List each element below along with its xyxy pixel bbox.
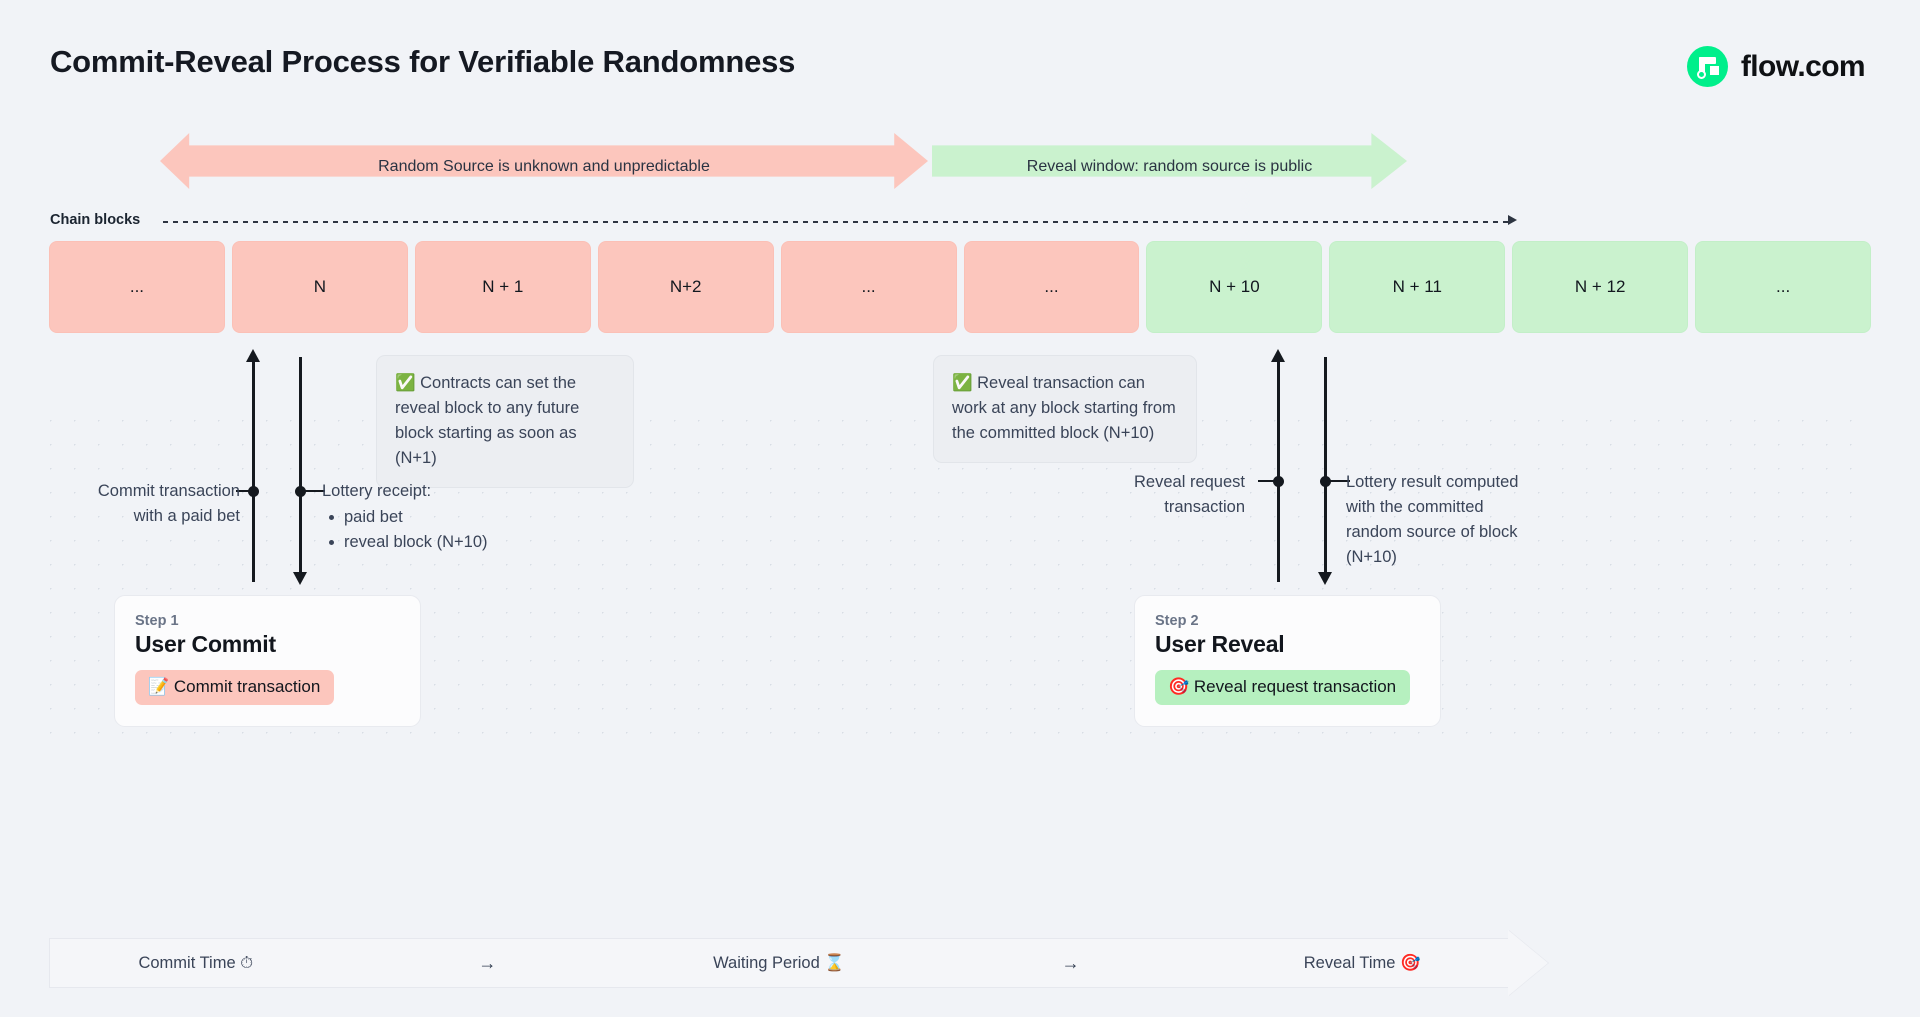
commit-transaction-label: Commit transaction bbox=[173, 677, 321, 696]
timeline-stage-waiting: Waiting Period ⌛ bbox=[633, 954, 925, 973]
step-card-user-reveal[interactable]: Step 2 User Reveal 🎯 Reveal request tran… bbox=[1134, 595, 1441, 727]
chain-block[interactable]: N + 11 bbox=[1329, 241, 1506, 333]
note-reveal-text: Reveal transaction can work at any block… bbox=[952, 374, 1176, 442]
result-arrow-line bbox=[1324, 357, 1327, 577]
timeline-stage-commit-label: Commit Time bbox=[138, 953, 236, 972]
chain-block[interactable]: ... bbox=[1695, 241, 1872, 333]
page-title: Commit-Reveal Process for Verifiable Ran… bbox=[50, 44, 796, 79]
list-item: paid bet bbox=[322, 505, 552, 530]
memo-icon: 📝 bbox=[148, 677, 170, 696]
direct-hit-icon: 🎯 bbox=[1400, 953, 1421, 972]
commit-arrow-line bbox=[252, 360, 255, 582]
step-kicker: Step 1 bbox=[135, 613, 179, 629]
chain-block[interactable]: N + 1 bbox=[414, 241, 591, 333]
phase-banner-unknown-label: Random Source is unknown and unpredictab… bbox=[378, 158, 710, 175]
commit-arrow-up-icon bbox=[246, 349, 260, 362]
result-node-dot bbox=[1320, 476, 1331, 487]
chain-block[interactable]: N + 10 bbox=[1146, 241, 1323, 333]
reveal-arrow-up-icon bbox=[1271, 349, 1285, 362]
timeline-arrow-cap-icon bbox=[1508, 930, 1548, 996]
chain-block[interactable]: N bbox=[231, 241, 408, 333]
chain-block[interactable]: ... bbox=[780, 241, 957, 333]
commit-leader-line bbox=[236, 490, 256, 493]
chain-block[interactable]: ... bbox=[49, 241, 225, 333]
chain-blocks-label: Chain blocks bbox=[50, 212, 141, 228]
receipt-arrow-line bbox=[299, 357, 302, 577]
chain-block[interactable]: N+2 bbox=[597, 241, 774, 333]
chain-blocks-row: ... N N + 1 N+2 ... ... N + 10 N + 11 N … bbox=[49, 241, 1872, 333]
timeline-stage-waiting-label: Waiting Period bbox=[713, 953, 820, 972]
phase-banner-reveal: Reveal window: random source is public bbox=[932, 133, 1407, 189]
timeline-separator-2: → bbox=[1061, 952, 1080, 973]
step-card-user-commit[interactable]: Step 1 User Commit 📝 Commit transaction bbox=[114, 595, 421, 727]
annotation-lottery-result: Lottery result computed with the committ… bbox=[1346, 473, 1519, 566]
list-item: reveal block (N+10) bbox=[322, 530, 552, 555]
note-reveal-transaction: ✅ Reveal transaction can work at any blo… bbox=[933, 355, 1197, 463]
flow-logo-icon bbox=[1686, 46, 1728, 87]
check-mark-icon: ✅ bbox=[395, 374, 416, 392]
reveal-arrow-line bbox=[1277, 360, 1280, 582]
note-commit-text: Contracts can set the reveal block to an… bbox=[395, 374, 580, 467]
reveal-request-transaction-pill[interactable]: 🎯 Reveal request transaction bbox=[1155, 670, 1411, 705]
receipt-leader-line bbox=[305, 490, 325, 493]
check-mark-icon: ✅ bbox=[952, 374, 973, 392]
reveal-leader-line bbox=[1258, 480, 1280, 483]
brand-name: flow.com bbox=[1740, 49, 1866, 83]
page-header: Commit-Reveal Process for Verifiable Ran… bbox=[0, 0, 1920, 115]
step-title: User Reveal bbox=[1155, 631, 1285, 657]
timeline-stage-reveal-label: Reveal Time bbox=[1303, 953, 1396, 972]
step-kicker: Step 2 bbox=[1155, 613, 1199, 629]
timeline-stage-commit: Commit Time ⏱ bbox=[50, 954, 342, 973]
chain-block[interactable]: ... bbox=[963, 241, 1140, 333]
result-arrow-down-icon bbox=[1318, 572, 1332, 585]
annotation-commit-transaction: Commit transaction with a paid bet bbox=[97, 482, 240, 525]
commit-transaction-pill[interactable]: 📝 Commit transaction bbox=[135, 670, 335, 705]
stopwatch-icon: ⏱ bbox=[240, 953, 254, 972]
receipt-node-dot bbox=[295, 486, 306, 497]
step-title: User Commit bbox=[135, 631, 276, 657]
chain-axis-arrow-icon bbox=[1508, 215, 1517, 225]
lottery-receipt-title: Lottery receipt: bbox=[322, 482, 432, 500]
bottom-timeline-bar: Commit Time ⏱ → Waiting Period ⌛ → Revea… bbox=[49, 938, 1509, 988]
timeline-stage-reveal: Reveal Time 🎯 bbox=[1216, 954, 1508, 973]
annotation-reveal-request: Reveal request transaction bbox=[1134, 473, 1245, 516]
lottery-receipt-list: paid bet reveal block (N+10) bbox=[322, 505, 552, 555]
chain-block[interactable]: N + 12 bbox=[1512, 241, 1689, 333]
hourglass-icon: ⌛ bbox=[824, 953, 845, 972]
direct-hit-icon: 🎯 bbox=[1168, 677, 1190, 696]
result-leader-line bbox=[1330, 480, 1350, 483]
receipt-arrow-down-icon bbox=[293, 572, 307, 585]
timeline-separator-1: → bbox=[478, 952, 497, 973]
note-commit-reveal-block: ✅ Contracts can set the reveal block to … bbox=[376, 355, 634, 488]
annotation-lottery-receipt: Lottery receipt: paid bet reveal block (… bbox=[322, 479, 552, 555]
brand-logo: flow.com bbox=[1686, 46, 1866, 87]
phase-banner-unknown: Random Source is unknown and unpredictab… bbox=[160, 133, 928, 189]
chain-axis-line bbox=[163, 221, 1513, 223]
phase-banner-reveal-label: Reveal window: random source is public bbox=[1026, 158, 1313, 175]
reveal-request-transaction-label: Reveal request transaction bbox=[1193, 677, 1397, 696]
